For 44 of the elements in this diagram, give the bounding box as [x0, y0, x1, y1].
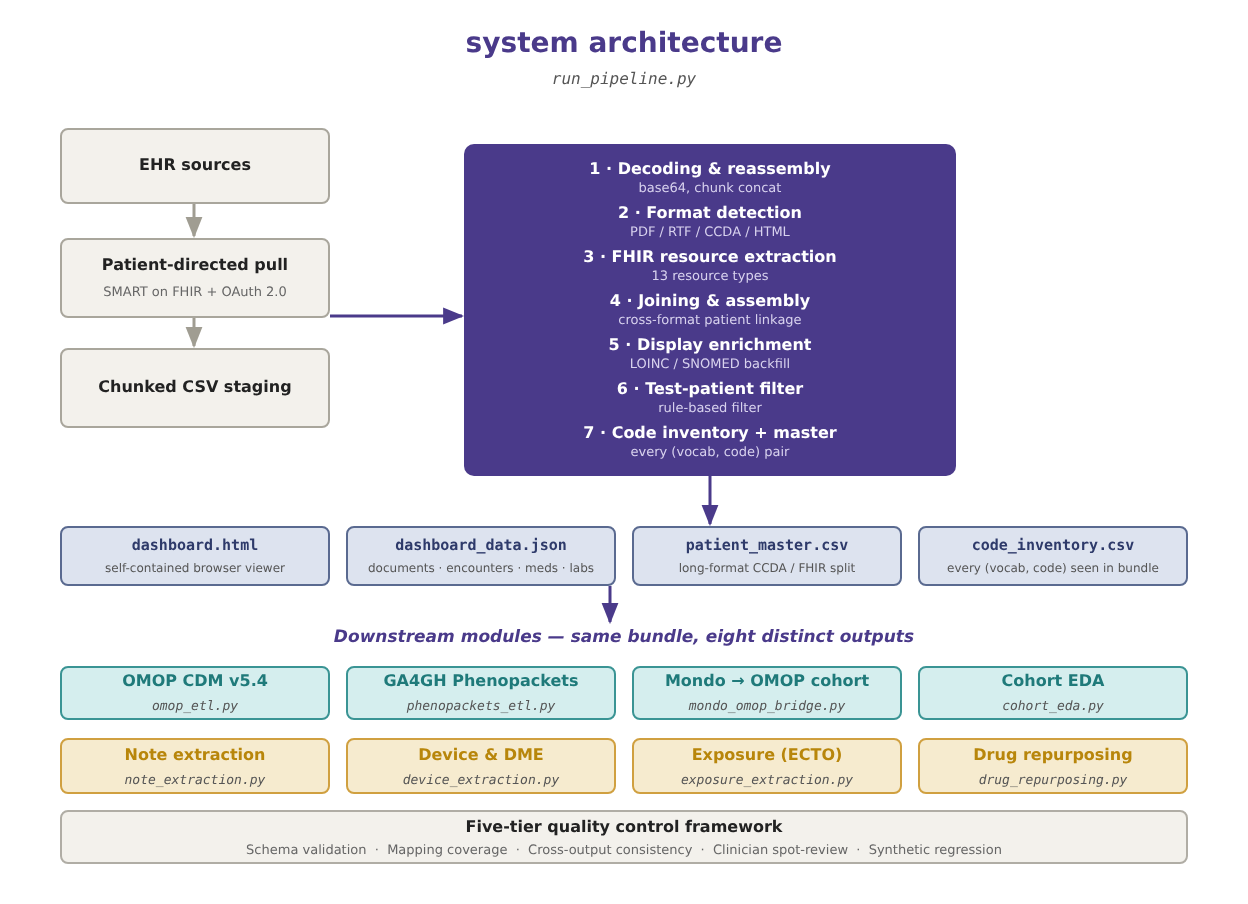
- step-title: 7 · Code inventory + master: [583, 424, 837, 444]
- box-title: EHR sources: [139, 156, 251, 176]
- module-title: GA4GH Phenopackets: [383, 672, 579, 692]
- module-box: [346, 738, 616, 794]
- output-file-box: [632, 526, 902, 586]
- module-box: [632, 666, 902, 720]
- quality-control-box: [60, 810, 1188, 864]
- output-file-box: [918, 526, 1188, 586]
- pipeline-panel: [464, 144, 956, 476]
- module-title: Device & DME: [418, 745, 544, 765]
- step-title: 6 · Test-patient filter: [616, 380, 804, 400]
- step-title: 2 · Format detection: [617, 204, 802, 224]
- arrow: [185, 204, 203, 239]
- arrow: [330, 307, 465, 325]
- arrow: [601, 586, 619, 625]
- script-name: run_pipeline.py: [551, 68, 697, 92]
- module-box: [632, 738, 902, 794]
- output-file-box: [60, 526, 330, 586]
- module-box: [918, 738, 1188, 794]
- source-box: [60, 238, 330, 318]
- module-title: OMOP CDM v5.4: [122, 672, 268, 692]
- box-title: Chunked CSV staging: [98, 378, 292, 398]
- module-title: Mondo → OMOP cohort: [664, 672, 870, 692]
- module-box: [918, 666, 1188, 720]
- box-title: Five-tier quality control framework: [465, 817, 783, 837]
- step-title: 3 · FHIR resource extraction: [583, 248, 837, 268]
- arrow: [701, 476, 719, 527]
- step-title: 5 · Display enrichment: [608, 336, 812, 356]
- step-title: 4 · Joining & assembly: [609, 292, 811, 312]
- module-title: Cohort EDA: [1001, 672, 1105, 692]
- module-box: [60, 666, 330, 720]
- diagram-title: system architecture: [465, 26, 783, 64]
- module-title: Note extraction: [124, 745, 266, 765]
- output-file-box: [346, 526, 616, 586]
- source-box: [60, 128, 330, 204]
- module-title: Exposure (ECTO): [691, 745, 843, 765]
- module-title: Drug repurposing: [973, 745, 1133, 765]
- box-title: Patient-directed pull: [101, 256, 289, 276]
- module-box: [60, 738, 330, 794]
- arrow: [185, 318, 203, 349]
- module-box: [346, 666, 616, 720]
- section-heading: Downstream modules — same bundle, eight distinct outputs: [320, 624, 928, 652]
- source-box: [60, 348, 330, 428]
- step-title: 1 · Decoding & reassembly: [589, 160, 831, 180]
